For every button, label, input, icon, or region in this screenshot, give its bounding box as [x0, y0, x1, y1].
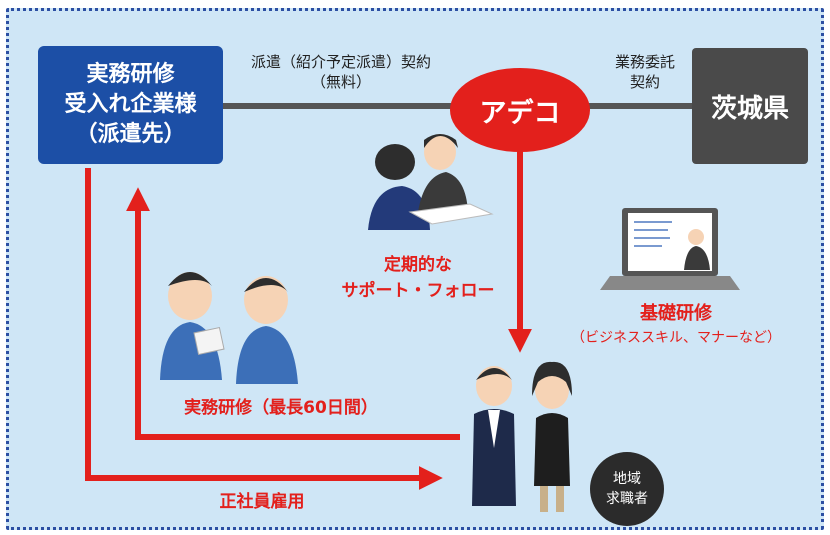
practical-training-arrow [126, 187, 460, 440]
basic-training-label: 基礎研修 [640, 303, 712, 324]
regular-employment-label: 正社員雇用 [219, 492, 305, 512]
consign-contract-label: 業務委託 契約 [614, 53, 675, 91]
ibaraki-node: 茨城県 [692, 48, 808, 164]
dispatch-fee-label: （無料） [310, 73, 371, 91]
followup-label: 定期的な サポート・フォロー [341, 255, 495, 301]
meeting-illustration [368, 134, 494, 230]
job-seekers-badge: 地域 求職者 [590, 452, 664, 526]
employment-arrow [85, 168, 443, 490]
job-seekers-illustration [472, 361, 572, 512]
dispatch-contract-label: 派遣（紹介予定派遣）契約 [250, 53, 431, 71]
adeco-node: アデコ [450, 68, 590, 152]
practical-training-label: 実務研修（最長60日間） [184, 398, 378, 418]
host-company-node: 実務研修 受入れ企業様 （派遣先） [38, 46, 223, 164]
ibaraki-label: 茨城県 [710, 93, 789, 124]
workers-illustration [160, 272, 298, 384]
host-company-label: 実務研修 受入れ企業様 （派遣先） [64, 62, 197, 147]
adeco-label: アデコ [479, 97, 561, 129]
laptop-illustration [600, 208, 740, 290]
basic-training-detail: （ビジネススキル、マナーなど） [571, 330, 781, 346]
job-seekers-label: 地域 求職者 [606, 471, 648, 507]
